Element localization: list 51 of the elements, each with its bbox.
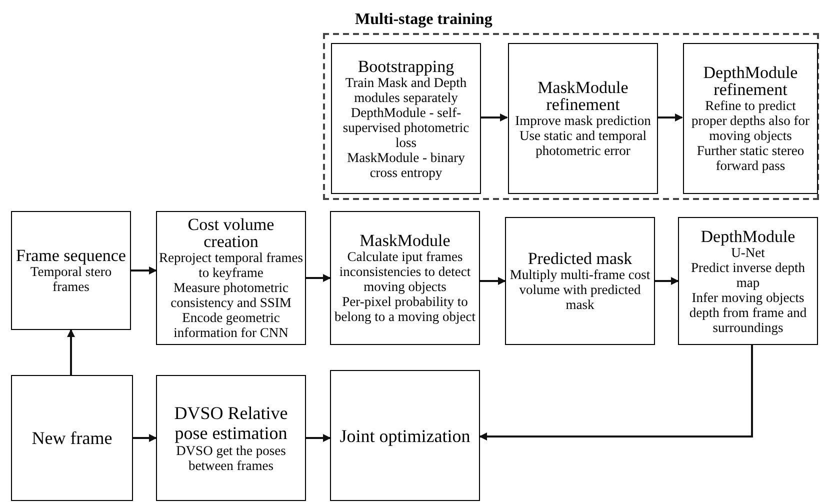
box-text: Multiply multi-frame cost volume with predicted mask [508,267,652,312]
process-box [156,211,306,345]
process-box [331,43,481,194]
arrow [480,277,506,285]
process-box [330,370,480,501]
box-text: DepthModule - self-supervised photometric loss [342,104,470,150]
box-heading: Predicted mask [528,250,632,267]
box-text: MaskModule - binary cross entropy [346,150,466,180]
box-heading: Joint optimization [340,426,470,446]
box-text: DVSO get the poses between frames [175,443,287,473]
process-box [11,211,131,330]
process-box [330,211,480,345]
arrow [657,114,683,122]
box-text: Predict inverse depth map [690,260,806,290]
box-heading: DepthModule [700,228,796,244]
box-text: Infer moving objects depth from frame and surroundings [688,290,808,334]
box-text: Temporal stero frames [29,264,112,294]
arrow [480,114,508,122]
box-text: Encode geometric information for CNN [172,310,290,340]
arrow [131,266,157,274]
box-heading: DepthModule refinement [702,64,799,98]
arrow [133,434,157,442]
process-box [11,375,133,501]
box-text: Refine to predict proper depths also for moving objects [690,98,811,143]
box-text: U-Net [731,244,765,260]
arrow [67,329,75,375]
process-box [508,43,658,194]
box-heading: DVSO Relative pose estimation [173,403,289,443]
process-box [683,43,818,194]
box-heading: MaskModule refinement [536,79,630,113]
arrow [655,277,679,285]
group-title: Multi-stage training [355,10,492,30]
arrow [306,274,331,282]
box-text: Calculate iput frames inconsistencies to detect moving objects [338,249,472,294]
arrow [479,345,753,440]
box-heading: New frame [32,428,112,448]
box-text: Further static stereo forward pass [696,143,806,173]
box-text: Per-pixel probability to belong to a moving object [334,294,476,324]
box-heading: Bootstrapping [358,58,454,74]
box-text: Measure photometric consistency and SSIM [170,280,292,310]
arrow [306,434,331,442]
box-heading: MaskModule [360,232,450,249]
process-box [156,375,306,501]
process-box [505,217,655,345]
box-text: Use static and temporal photometric error [518,128,648,158]
box-text: Reproject temporal frames to keyframe [159,250,303,280]
box-heading: Frame sequence [16,247,126,264]
process-box [678,217,818,345]
box-heading: Cost volume creation [186,216,276,250]
box-text: Improve mask prediction [515,113,651,128]
box-text: Train Mask and Depth modules separately [344,74,468,104]
